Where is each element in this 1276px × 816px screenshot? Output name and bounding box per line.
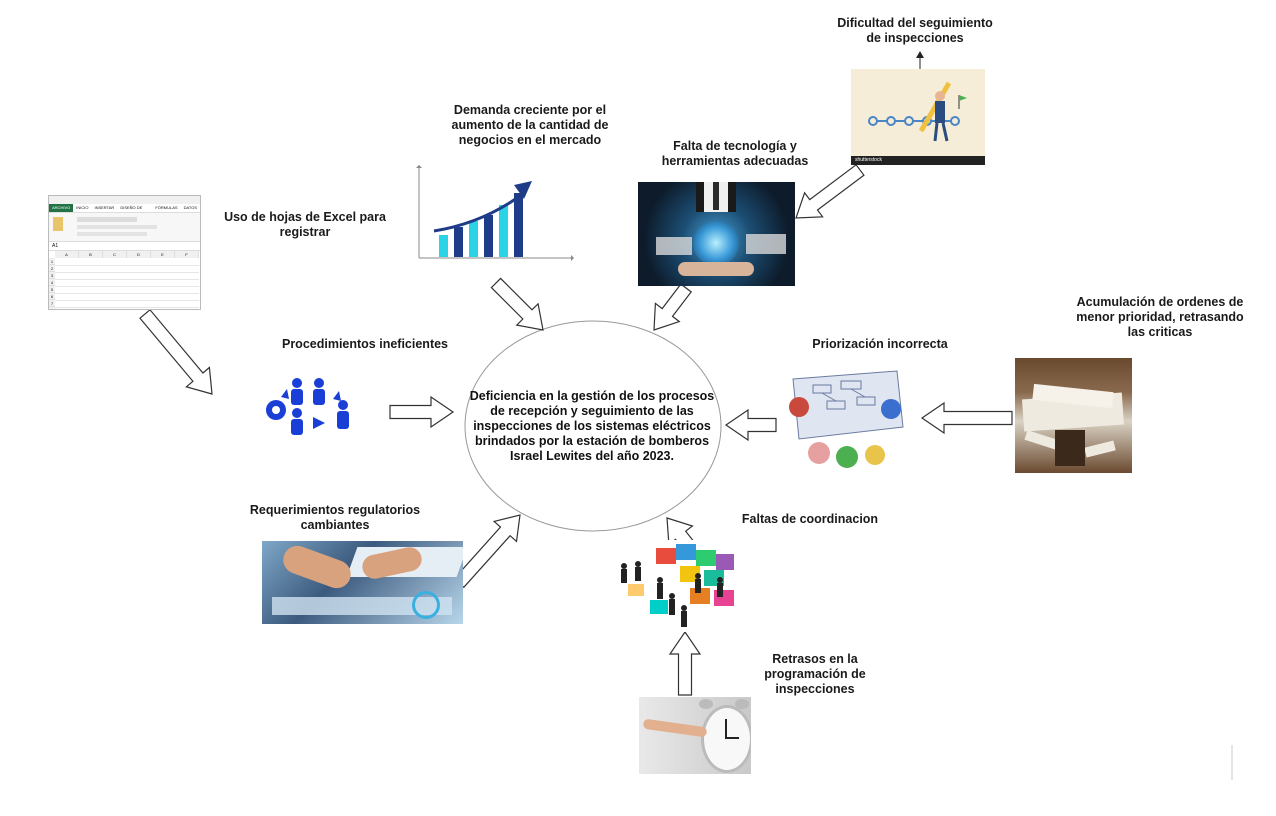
excel-row-line [55,307,199,308]
finance-hands-image [262,541,463,624]
excel-row-line [55,279,199,280]
procedures-icon-image [266,378,349,435]
prioritization-team-image [779,367,909,472]
arrow-regulatorios-to-center [453,514,521,589]
excel-column-header: F [175,251,199,258]
illustration-bar [484,215,493,257]
excel-row-header: 5 [49,286,55,293]
excel-row-header: 4 [49,279,55,286]
arrow-demanda-to-center [490,277,544,331]
central-problem-text: Deficiencia en la gestión de los proceso… [469,389,715,463]
excel-column-header: B [79,251,103,258]
label-retrasos: Retrasos en la programación de inspeccio… [764,652,866,696]
excel-tab: DATOS [183,205,197,210]
excel-formula-bar: A1 [49,242,200,251]
page-edge-line [1231,745,1233,780]
excel-row-header: 7 [49,300,55,307]
paper-pile-image [1015,358,1132,473]
arrow-retrasos-to-coordinacion [668,630,702,696]
label-priorizacion: Priorización incorrecta [812,337,948,351]
illustration-bar [439,235,448,257]
illustration-bar [499,205,508,257]
excel-row-header: 2 [49,265,55,272]
excel-column-header: E [151,251,175,258]
arrow-tecnologia-to-center [653,283,693,331]
puzzle-coordination-image [610,540,738,632]
excel-titlebar [49,196,200,204]
arrow-priorizacion-to-center [724,408,777,442]
label-seguimiento: Dificultad del seguimiento de inspeccion… [837,16,993,45]
excel-column-header: A [55,251,79,258]
illustration-bar [469,221,478,257]
arrow-seguimiento-to-tecnologia [795,163,865,219]
label-excel: Uso de hojas de Excel para registrar [224,210,386,239]
arrow-excel-to-procedimientos [139,308,213,395]
arrow-seguimiento-label-head [916,51,924,58]
excel-tab: DISEÑO DE PÁGINA [120,205,143,218]
label-regulatorios: Requerimientos regulatorios cambiantes [249,503,421,532]
label-coordinacion: Faltas de coordinacion [741,512,879,526]
tracking-process-image: shutterstock [851,69,985,165]
growth-chart-image [416,165,574,261]
excel-cell-ref: A1 [52,243,59,249]
arrow-procedimientos-to-center [389,395,455,429]
excel-tab: ARCHIVO [49,204,74,212]
excel-row-line [55,272,199,273]
excel-row-header: 3 [49,272,55,279]
illustration-bar [514,193,523,257]
excel-tab: INSERTAR [94,205,115,210]
label-procedimientos: Procedimientos ineficientes [281,337,449,351]
technology-hands-image [638,182,795,286]
arrow-acumulacion-to-priorizacion [920,401,1013,435]
central-problem-ellipse [464,320,722,532]
excel-row-line [55,293,199,294]
illustration-bar [454,227,463,257]
excel-ribbon [49,213,200,242]
excel-column-header: C [103,251,127,258]
label-demanda: Demanda creciente por el aumento de la c… [451,103,609,147]
excel-row-line [55,265,199,266]
alarm-clock-image [639,697,751,774]
excel-row-header: 6 [49,293,55,300]
excel-tab: INICIO [76,205,89,210]
label-acumulacion: Acumulación de ordenes de menor priorida… [1076,295,1244,339]
excel-column-header: D [127,251,151,258]
excel-row-header: 8 [49,307,55,309]
label-tecnologia: Falta de tecnología y herramientas adecu… [661,139,809,168]
excel-row-header: 1 [49,258,55,265]
excel-tab: FÓRMULAS [155,205,178,210]
excel-row-line [55,300,199,301]
excel-row-line [55,286,199,287]
shutterstock-badge: shutterstock [855,157,882,163]
